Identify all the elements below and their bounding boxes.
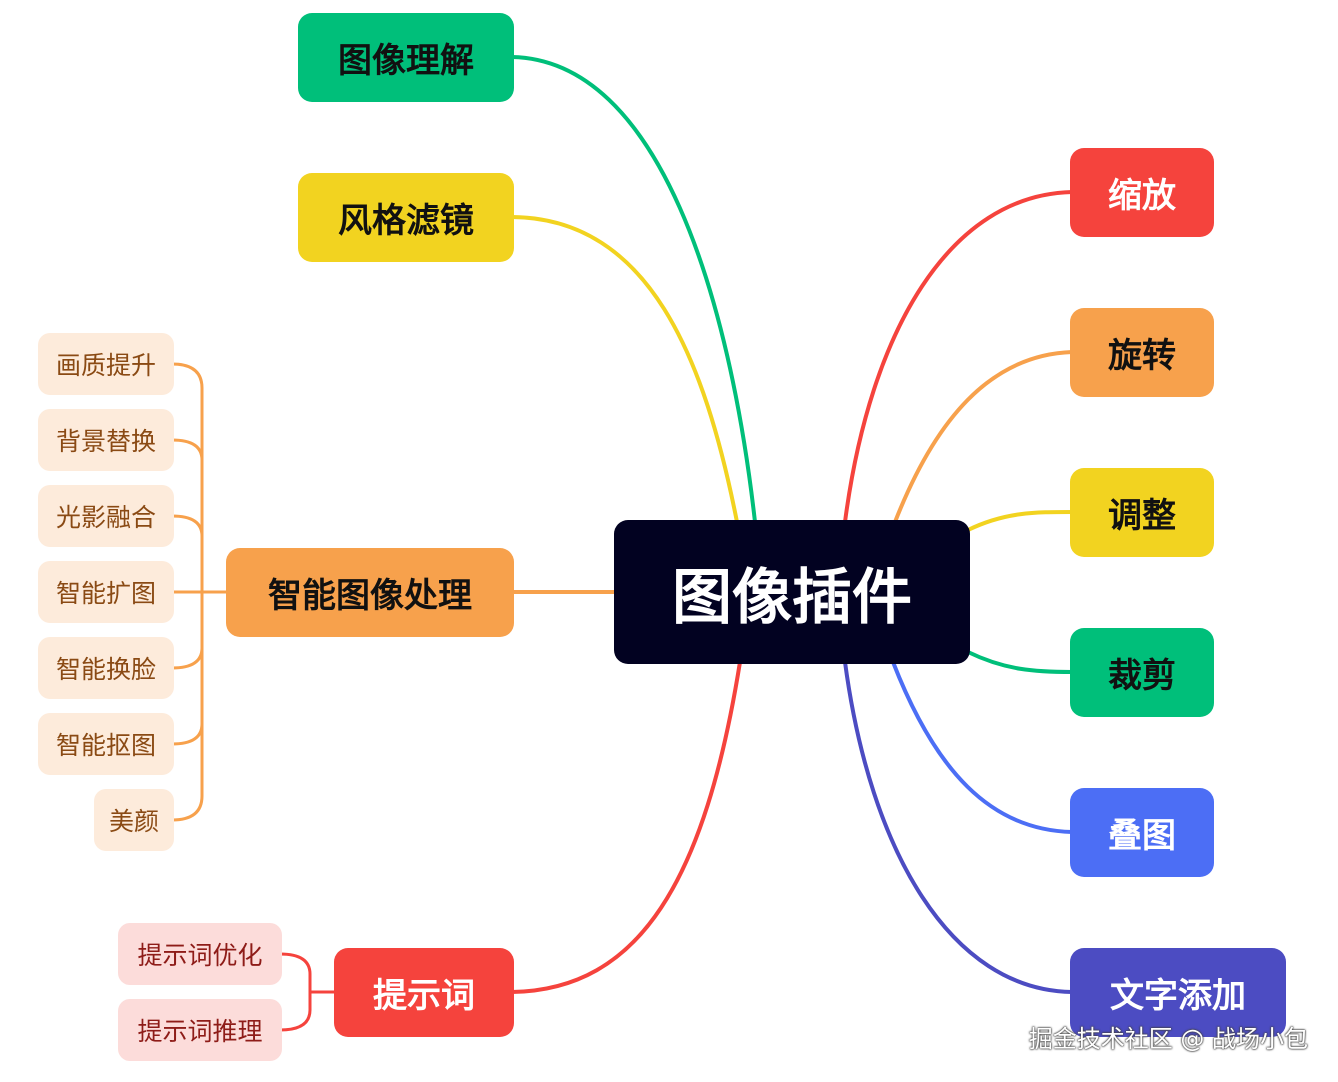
branch-label: 叠图 xyxy=(1108,816,1176,856)
bracket-smart-processing xyxy=(170,362,230,822)
leaf-label: 画质提升 xyxy=(55,351,156,380)
branch-overlay[interactable]: 叠图 xyxy=(1070,788,1214,877)
edge-text-add xyxy=(843,660,1074,994)
edge-prompt xyxy=(510,660,742,994)
center-label: 图像插件 xyxy=(672,562,912,633)
edge-adjust xyxy=(966,510,1074,532)
leaf-prompt-optimize[interactable]: 提示词优化 xyxy=(118,923,282,985)
leaf-label: 提示词推理 xyxy=(137,1017,263,1046)
edge-image-understanding xyxy=(510,55,757,524)
bracket-prompt xyxy=(278,952,338,1032)
edge-crop xyxy=(966,650,1074,674)
leaf-smart-cutout[interactable]: 智能抠图 xyxy=(38,713,174,775)
branch-label: 文字添加 xyxy=(1110,976,1246,1016)
branch-label: 裁剪 xyxy=(1108,656,1176,696)
branch-zoom[interactable]: 缩放 xyxy=(1070,148,1214,237)
edge-overlay xyxy=(891,660,1074,834)
leaf-label: 智能扩图 xyxy=(55,579,156,608)
branch-label: 旋转 xyxy=(1108,336,1176,376)
leaf-background-replace[interactable]: 背景替换 xyxy=(38,409,174,471)
branch-smart-image-processing[interactable]: 智能图像处理 xyxy=(226,548,514,637)
center-node[interactable]: 图像插件 xyxy=(614,520,970,664)
branch-label: 风格滤镜 xyxy=(338,201,474,241)
leaf-label: 光影融合 xyxy=(55,503,156,532)
branch-label: 调整 xyxy=(1108,496,1176,536)
branch-label: 缩放 xyxy=(1108,176,1176,216)
branch-style-filter[interactable]: 风格滤镜 xyxy=(298,173,514,262)
leaf-face-swap[interactable]: 智能换脸 xyxy=(38,637,174,699)
branch-adjust[interactable]: 调整 xyxy=(1070,468,1214,557)
leaf-prompt-inference[interactable]: 提示词推理 xyxy=(118,999,282,1061)
branch-image-understanding[interactable]: 图像理解 xyxy=(298,13,514,102)
edge-rotate xyxy=(893,350,1074,524)
leaf-smart-expand[interactable]: 智能扩图 xyxy=(38,561,174,623)
leaf-label: 智能抠图 xyxy=(55,731,156,760)
leaf-label: 提示词优化 xyxy=(137,941,263,970)
leaf-label: 智能换脸 xyxy=(55,655,156,684)
watermark: 掘金技术社区 @ 战场小包 xyxy=(1028,1025,1308,1053)
leaf-label: 美颜 xyxy=(108,807,159,836)
branch-prompt[interactable]: 提示词 xyxy=(334,948,514,1037)
leaf-label: 背景替换 xyxy=(55,427,156,456)
branch-label: 智能图像处理 xyxy=(268,576,472,616)
edge-style-filter xyxy=(510,215,739,524)
branch-label: 图像理解 xyxy=(338,41,474,81)
branch-label: 提示词 xyxy=(373,976,475,1016)
leaf-light-fusion[interactable]: 光影融合 xyxy=(38,485,174,547)
leaf-quality-enhance[interactable]: 画质提升 xyxy=(38,333,174,395)
branch-crop[interactable]: 裁剪 xyxy=(1070,628,1214,717)
edge-zoom xyxy=(843,190,1074,524)
branch-rotate[interactable]: 旋转 xyxy=(1070,308,1214,397)
leaf-beautify[interactable]: 美颜 xyxy=(94,789,174,851)
branch-text-add[interactable]: 文字添加 xyxy=(1070,948,1286,1037)
